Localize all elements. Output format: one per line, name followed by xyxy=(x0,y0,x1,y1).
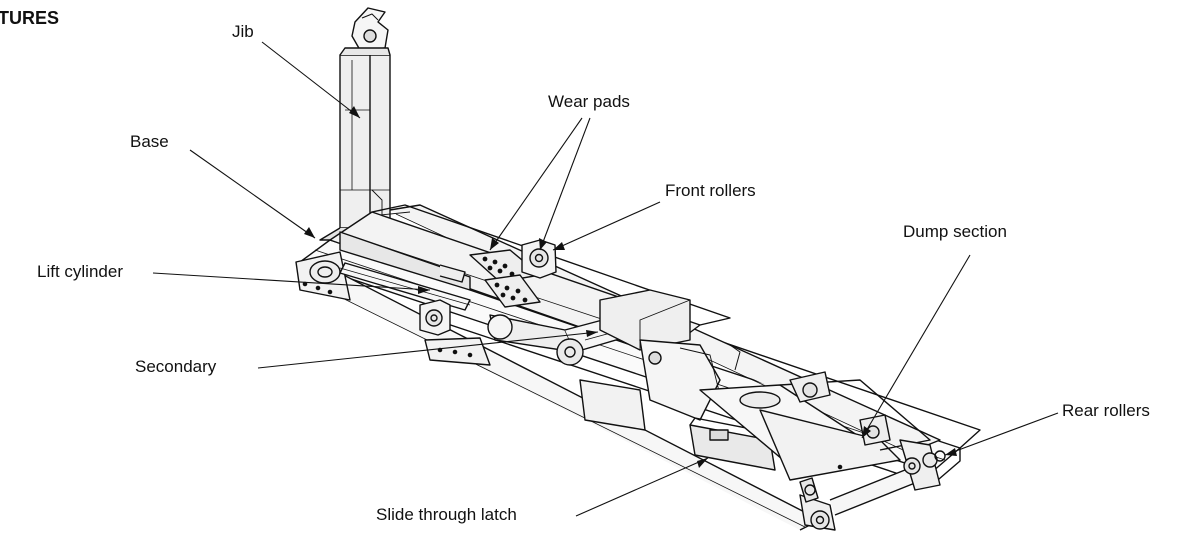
leader-rear-rollers xyxy=(944,412,1059,456)
section-heading: TURES xyxy=(0,8,60,28)
leader-front-rollers xyxy=(552,201,661,251)
leader-lift-cylinder xyxy=(152,272,431,291)
leader-wear-pads-2 xyxy=(539,117,591,251)
leader-dump-section xyxy=(861,254,971,439)
leader-lines xyxy=(152,41,1059,517)
pivot-structure xyxy=(579,289,741,431)
lift-cylinder xyxy=(339,262,471,311)
label-rear-rollers: Rear rollers xyxy=(1062,401,1150,420)
label-base: Base xyxy=(130,132,169,151)
leader-arrowheads xyxy=(304,106,957,468)
label-lift-cylinder: Lift cylinder xyxy=(37,262,123,281)
leader-wear-pads-1 xyxy=(489,117,583,251)
front-rollers xyxy=(419,239,557,336)
label-front-rollers: Front rollers xyxy=(665,181,756,200)
label-wear-pads: Wear pads xyxy=(548,92,630,111)
rear-rollers xyxy=(799,439,946,531)
leader-jib xyxy=(261,41,361,119)
leader-base xyxy=(189,149,316,239)
label-dump-section: Dump section xyxy=(903,222,1007,241)
jib xyxy=(319,7,401,241)
leader-slide-through-latch xyxy=(575,457,709,517)
dump-section xyxy=(699,371,931,481)
label-slide-through-latch: Slide through latch xyxy=(376,505,517,524)
label-jib: Jib xyxy=(232,22,254,41)
label-secondary: Secondary xyxy=(135,357,217,376)
leader-secondary xyxy=(257,331,599,369)
